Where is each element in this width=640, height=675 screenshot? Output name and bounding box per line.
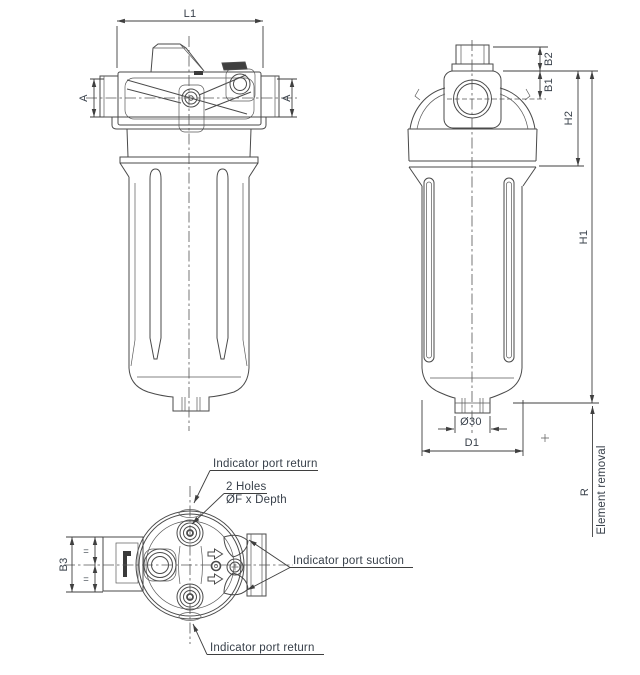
side-port-outer	[453, 79, 492, 119]
dim-l1-label: L1	[184, 8, 197, 20]
front-casting-mark-1	[194, 71, 203, 75]
front-plug-pad	[178, 84, 205, 133]
dim-a-left-label: A	[78, 94, 90, 102]
holes-count-label: 2 Holes	[226, 481, 266, 493]
center-pin	[210, 560, 222, 572]
front-bowl-sides	[128, 177, 250, 368]
return-top-label: Indicator port return	[213, 458, 318, 470]
side-head-band	[407, 128, 538, 187]
suction-label: Indicator port suction	[293, 555, 404, 567]
front-face-rib-left	[149, 168, 162, 360]
dim-b2-label: B2	[543, 52, 555, 66]
callout-return-top: Indicator port return	[193, 458, 318, 504]
side-bowl-bottom	[421, 367, 523, 414]
side-dome-inner	[416, 93, 529, 130]
center-pin-hole	[214, 564, 218, 568]
front-edge-ribs	[130, 183, 248, 367]
bottom-view: B3 = = Indicator port return 2 Holes ØF …	[58, 458, 413, 655]
dim-d1: D1	[421, 400, 524, 456]
side-rib-left	[423, 177, 435, 363]
dim-dia30-extension-lines	[454, 416, 491, 433]
callout-suction: Indicator port suction	[246, 539, 413, 591]
dim-a-left: A	[78, 78, 104, 118]
side-bowl-sides	[421, 186, 523, 368]
holes-leader	[191, 493, 225, 525]
callout-holes: 2 Holes ØF x Depth	[191, 481, 287, 525]
front-port-boss-left	[99, 75, 119, 118]
mounting-tab-glyph	[123, 551, 131, 577]
return-bottom-label: Indicator port return	[210, 642, 315, 654]
flow-arrow-top	[207, 548, 224, 560]
suction-port-cross	[231, 563, 239, 571]
side-cap-lip	[451, 63, 494, 72]
dim-h1: H1	[578, 71, 595, 403]
dim-eq-lower-label: =	[83, 574, 89, 585]
dim-a-left-extension-lines	[90, 78, 104, 118]
dim-a-right: A	[277, 78, 297, 118]
front-cone	[119, 162, 259, 178]
front-view-outline	[99, 43, 280, 412]
suction-leader-bottom	[246, 567, 291, 591]
dim-dia30: Ø30	[438, 416, 507, 433]
dim-dia30-label: Ø30	[460, 416, 482, 428]
side-cap-detail	[460, 45, 485, 64]
side-rib-right-inner	[506, 181, 512, 359]
front-casting-mark-2	[221, 61, 248, 71]
dim-d1-label: D1	[465, 437, 480, 449]
front-drain-stub-detail	[181, 397, 201, 411]
dim-a-right-label: A	[281, 94, 293, 102]
dim-b3: B3 = =	[58, 536, 103, 593]
suction-port-outer	[226, 558, 244, 576]
front-view: L1 A A	[78, 8, 297, 431]
wing-top	[223, 534, 249, 558]
front-port-boss-right	[260, 75, 280, 118]
dim-b2: B2	[537, 47, 555, 71]
reference-cross-mark	[541, 434, 549, 442]
suction-port-inner	[229, 561, 241, 573]
dim-h1-label: H1	[578, 230, 590, 245]
dim-b1: B1	[537, 71, 555, 99]
dim-b3-label: B3	[58, 557, 70, 571]
side-dome	[409, 87, 536, 130]
side-rib-right	[503, 177, 515, 363]
dim-eq-upper-label: =	[83, 546, 89, 557]
dim-l1: L1	[116, 8, 264, 68]
front-face-rib-right	[216, 168, 229, 360]
holes-size-label: ØF x Depth	[226, 494, 287, 506]
dim-r: R Element removal	[579, 406, 608, 537]
side-dome-notches	[414, 88, 531, 101]
front-indicator-inner	[233, 77, 247, 91]
dim-h2: H2	[563, 71, 581, 166]
dim-h2-label: H2	[563, 111, 575, 126]
side-rib-left-inner	[426, 181, 432, 359]
flow-arrow-bottom	[207, 573, 224, 585]
mounting-tab	[102, 536, 144, 592]
suction-leader-top	[248, 539, 291, 568]
callout-return-bottom: Indicator port return	[192, 623, 324, 655]
side-dim-extension-lines	[493, 46, 599, 404]
dim-l1-extension-lines	[116, 26, 264, 68]
dim-b1-label: B1	[543, 78, 555, 92]
dim-r-label: R	[579, 488, 591, 496]
dim-d1-extension-lines	[421, 400, 524, 456]
return-port-top-mid	[179, 522, 201, 544]
side-stub-detail	[455, 398, 490, 413]
front-indicator-outer	[229, 73, 251, 95]
element-removal-label: Element removal	[596, 445, 608, 534]
dim-a-right-extension-lines	[277, 78, 297, 118]
front-head-ribs	[126, 74, 252, 115]
return-bottom-leader	[192, 623, 208, 655]
wing-bottom	[223, 572, 249, 596]
mounting-tab-window	[115, 542, 139, 584]
return-top-leader	[193, 470, 211, 504]
front-bowl-bottom	[128, 367, 250, 412]
front-head-flange	[111, 116, 267, 130]
side-view-outline	[407, 44, 538, 414]
front-cap-detail	[153, 43, 204, 71]
side-port-boss	[443, 70, 502, 129]
side-view: Ø30 D1 B2 B1 H2 H1	[407, 40, 608, 537]
